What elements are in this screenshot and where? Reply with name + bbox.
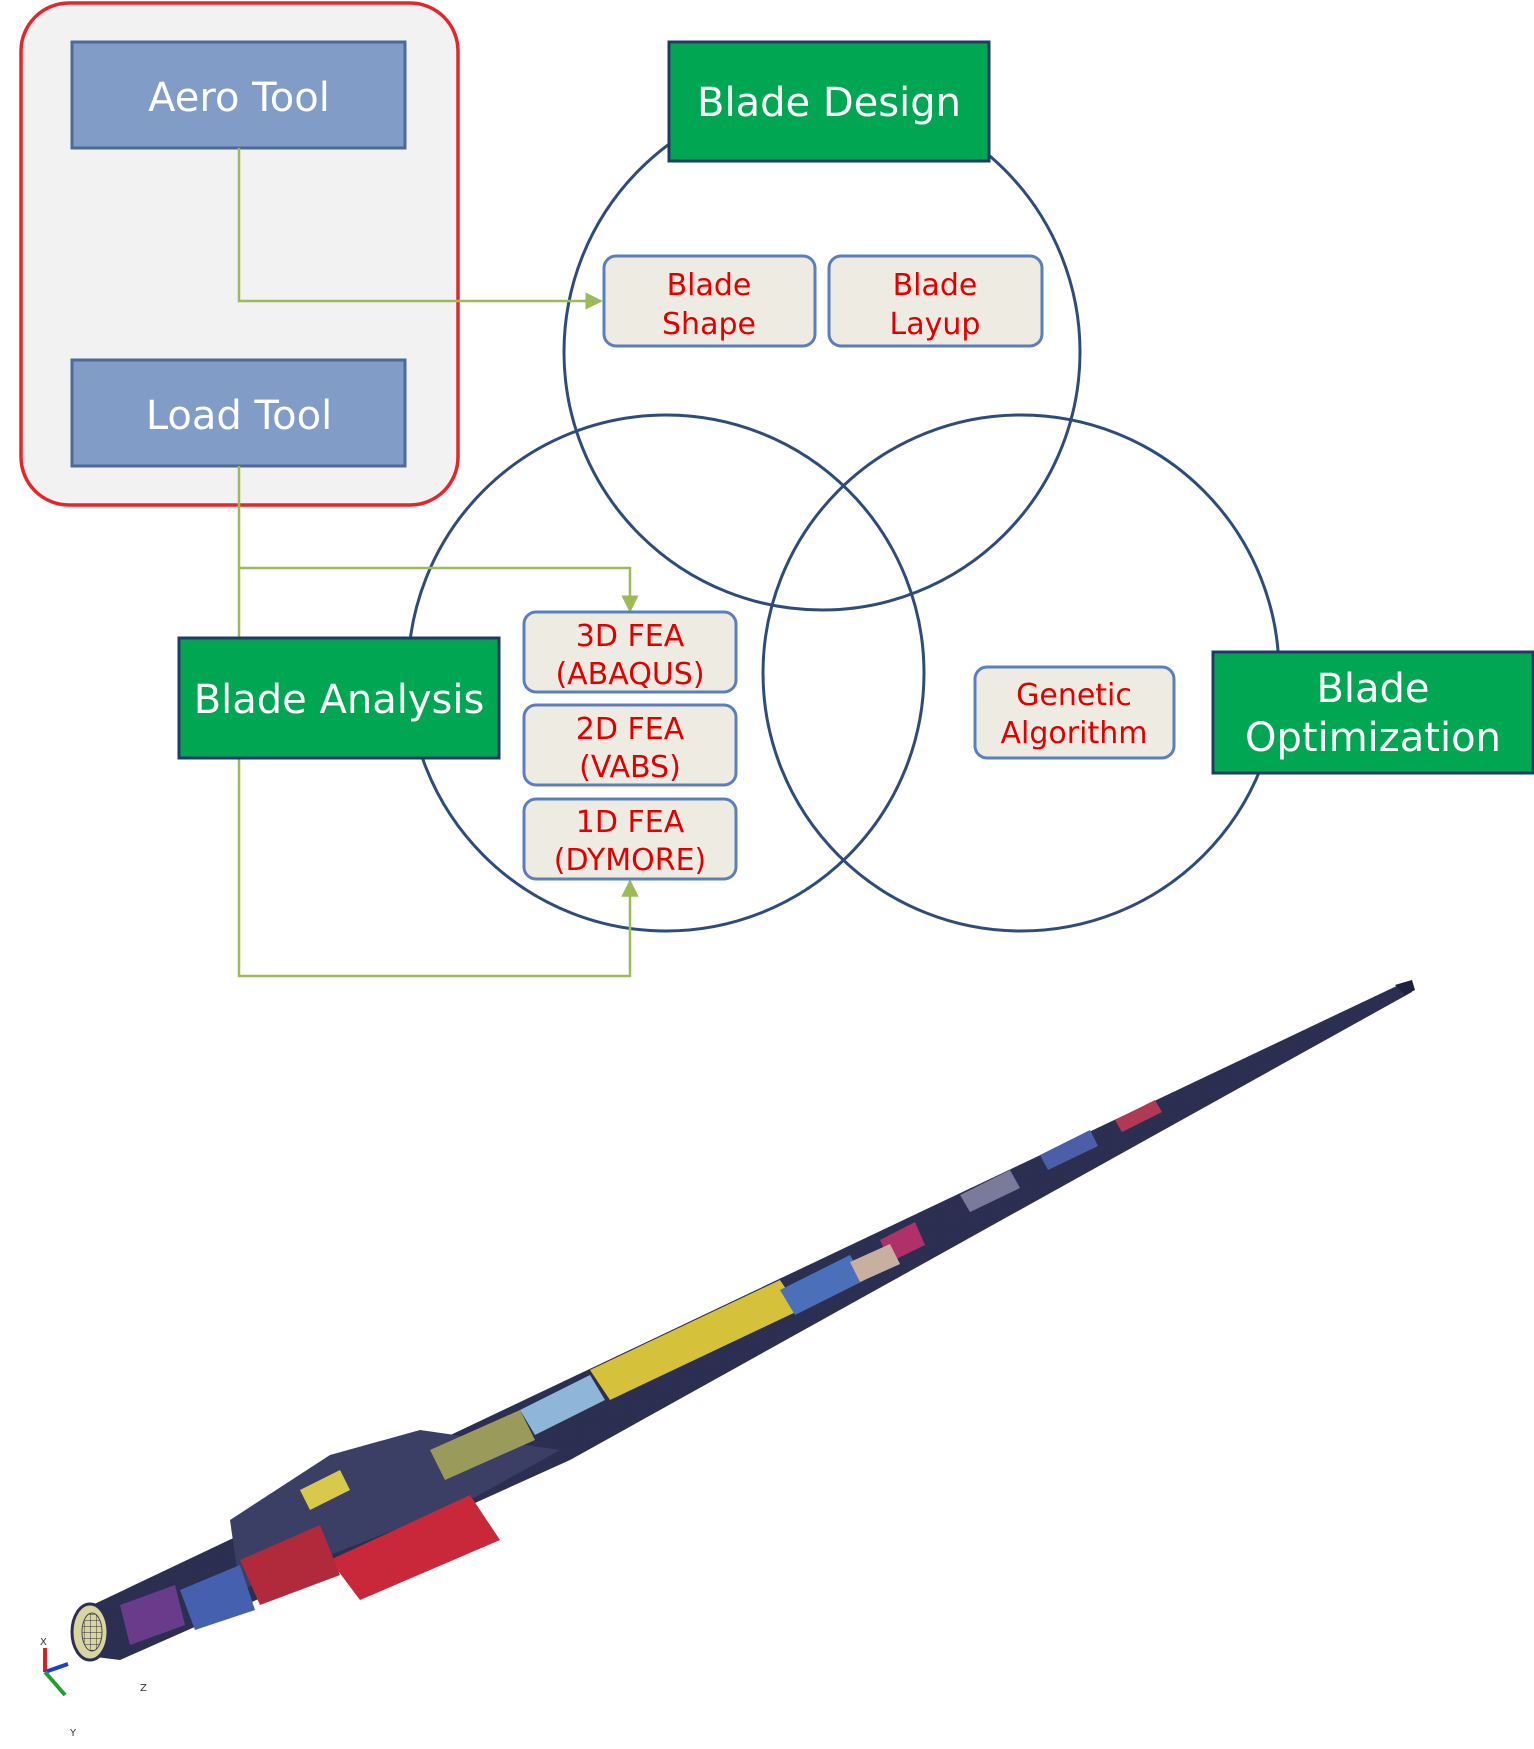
blade-design-title: Blade Design — [697, 80, 961, 126]
analysis-to-1dfea-connector — [237, 758, 639, 978]
patch-blue-upper — [1040, 1130, 1098, 1170]
axis-z-label: Z — [140, 1683, 147, 1694]
blade-analysis-title: Blade Analysis — [194, 677, 485, 723]
blade-shape-line1: Blade — [667, 268, 752, 303]
axis-x-label: X — [40, 1637, 47, 1648]
axis-y-line — [43, 1670, 67, 1697]
genetic-algorithm-item: Genetic Algorithm — [973, 665, 1176, 760]
connectors — [237, 148, 639, 978]
fea-2d-line2: (VABS) — [579, 750, 681, 785]
blade-layup-item: Blade Layup — [827, 254, 1044, 348]
fea-1d-line1: 1D FEA — [576, 805, 685, 840]
blade-shape-line2: Shape — [662, 307, 756, 342]
aero-tool-box: Aero Tool — [70, 40, 407, 150]
patch-grey-upper — [960, 1170, 1020, 1212]
axis-y-label: Y — [69, 1728, 77, 1739]
blade-analysis-title-box: Blade Analysis — [177, 636, 501, 760]
blade-layup-line1: Blade — [893, 268, 978, 303]
axis-z-line — [44, 1662, 69, 1674]
blade-layup-patches — [120, 1100, 1162, 1645]
blade-root-opening-inner — [81, 1612, 103, 1652]
patch-pale-upper — [850, 1244, 900, 1282]
patch-red-upper — [1115, 1100, 1162, 1132]
patch-lightblue-mid — [520, 1375, 605, 1435]
blade-design-title-box: Blade Design — [667, 40, 991, 163]
patch-purple-root — [120, 1585, 185, 1645]
blade-optimization-title-line1: Blade — [1316, 666, 1429, 712]
patch-yellow-mid — [590, 1280, 800, 1400]
patch-olive-mid — [430, 1410, 535, 1480]
fea-2d-line1: 2D FEA — [576, 712, 685, 747]
blade-layup-line2: Layup — [890, 307, 981, 342]
fea-2d-item: 2D FEA (VABS) — [522, 703, 738, 787]
design-circle — [562, 92, 1082, 612]
genetic-algorithm-line2: Algorithm — [1001, 716, 1148, 751]
load-tool-box: Load Tool — [70, 358, 407, 468]
genetic-algorithm-line1: Genetic — [1016, 678, 1132, 713]
aero-to-shape-connector — [237, 148, 603, 310]
blade-optimization-title-box: Blade Optimization — [1211, 650, 1534, 775]
blade-shape-item: Blade Shape — [602, 254, 817, 348]
blade-optimization-title-line2: Optimization — [1245, 715, 1501, 761]
fea-1d-line2: (DYMORE) — [554, 843, 707, 878]
blade-tip — [1395, 980, 1415, 995]
patch-red-root-2 — [240, 1525, 340, 1605]
aero-tool-label: Aero Tool — [148, 75, 330, 121]
fea-1d-item: 1D FEA (DYMORE) — [522, 797, 738, 881]
axis-triad: X Y Z — [40, 1637, 147, 1739]
load-tool-label: Load Tool — [146, 393, 332, 439]
fea-3d-item: 3D FEA (ABAQUS) — [522, 610, 738, 694]
fea-3d-line2: (ABAQUS) — [555, 657, 704, 692]
patch-blue-root — [180, 1565, 255, 1630]
load-to-3dfea-connector — [239, 566, 639, 613]
blade-fe-mesh-illustration: X Y Z — [40, 980, 1415, 1739]
fea-3d-line1: 3D FEA — [576, 619, 685, 654]
patch-blue-mid — [780, 1255, 865, 1315]
patch-yellow-root — [300, 1470, 350, 1510]
patch-red-root — [330, 1495, 500, 1600]
